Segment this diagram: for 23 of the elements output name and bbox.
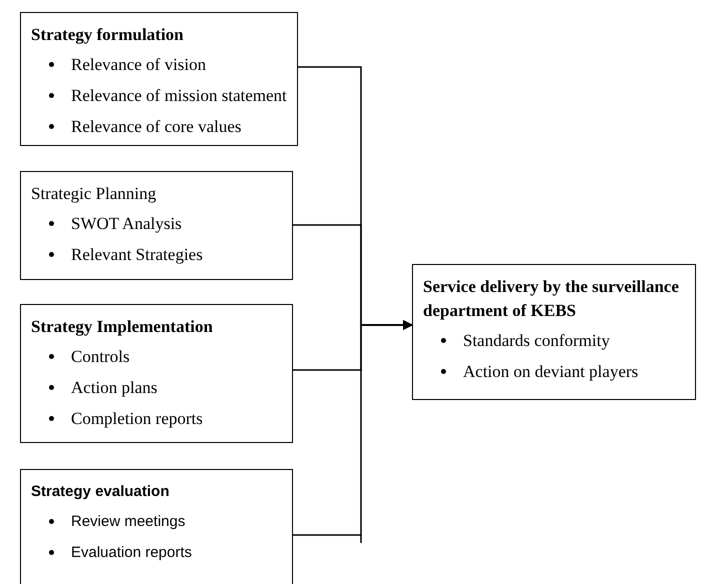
bullet-item: Action on deviant players	[463, 361, 638, 383]
box-heading: Strategy formulation	[31, 24, 185, 46]
bullet-item: Relevance of mission statement	[71, 85, 287, 107]
bullet-item: Review meetings	[71, 512, 186, 532]
bullet-item: Standards conformity	[463, 330, 610, 352]
bullet-item: Evaluation reports	[71, 543, 192, 563]
bullet-item: Action plans	[71, 377, 158, 399]
box-heading: Service delivery by the surveillance department of KEBS	[423, 276, 680, 322]
connector-arrow	[293, 320, 413, 536]
bullet-item: Relevant Strategies	[71, 244, 203, 266]
box-heading: Strategy Implementation	[31, 316, 214, 338]
text-box	[20, 12, 298, 146]
bullet-item: Relevance of vision	[71, 54, 206, 76]
bullet-item: Relevance of core values	[71, 116, 242, 138]
box-heading: Strategic Planning	[31, 183, 158, 205]
text-box	[412, 264, 696, 400]
box-heading: Strategy evaluation	[31, 482, 170, 502]
text-box	[20, 171, 293, 280]
bullet-item: Controls	[71, 346, 130, 368]
bullet-item: SWOT Analysis	[71, 213, 182, 235]
bullet-item: Completion reports	[71, 408, 203, 430]
text-box	[20, 304, 293, 443]
text-box	[20, 469, 293, 584]
